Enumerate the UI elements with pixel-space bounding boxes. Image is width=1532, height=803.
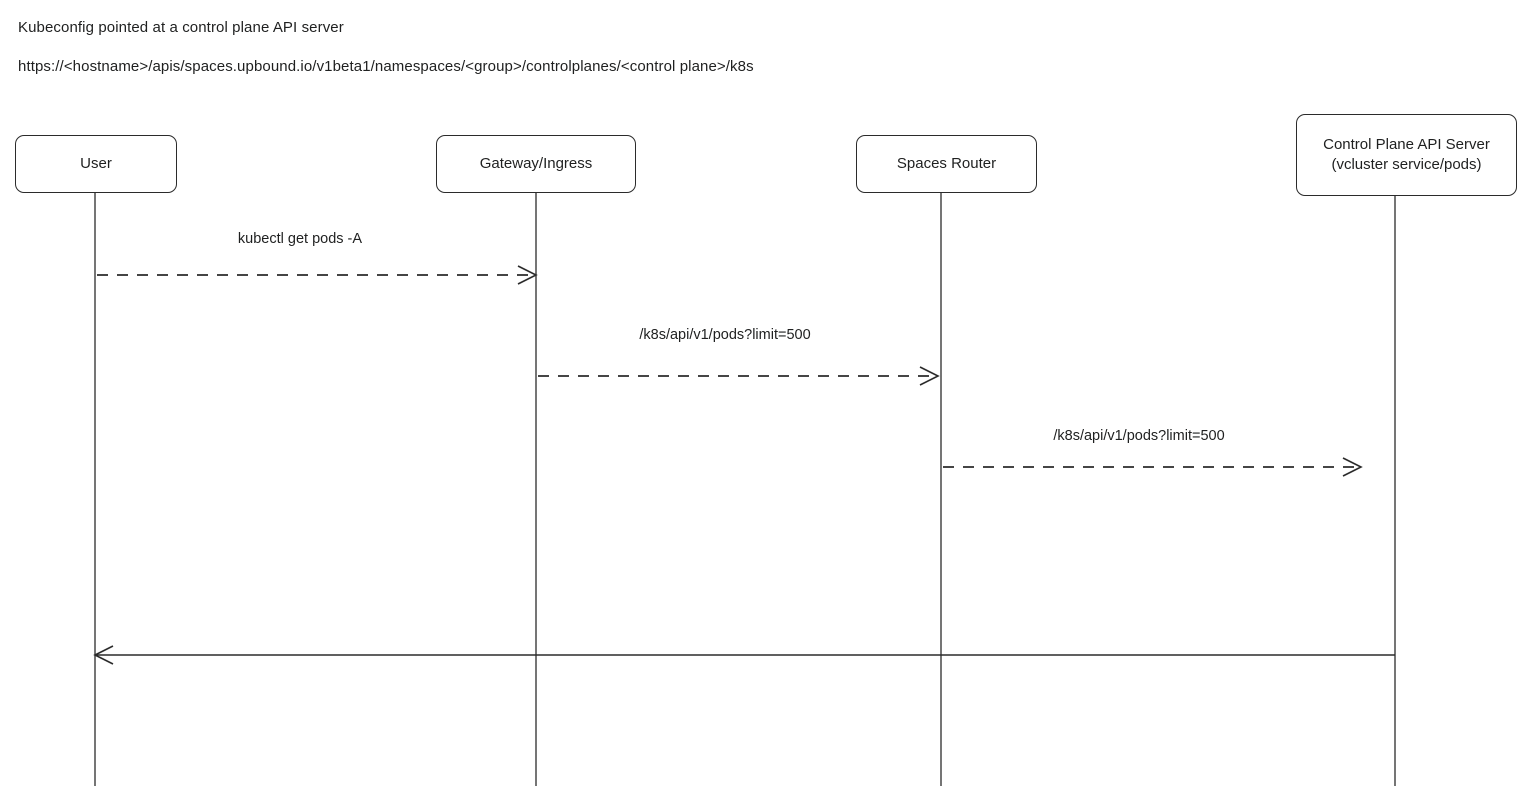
participant-label-gateway: Gateway/Ingress	[479, 155, 593, 172]
message-arrowhead-msg-response-to-user	[93, 645, 114, 665]
message-label-msg-pods-limit-router-to-control-plane: /k8s/api/v1/pods?limit=500	[1053, 428, 1225, 444]
message-arrowhead-msg-pods-limit-router-to-control-plane	[1342, 457, 1363, 477]
message-msg-kubectl-get-pods[interactable]	[97, 265, 538, 285]
participant-box-gateway[interactable]: Gateway/Ingress	[436, 135, 636, 193]
lifelines-group	[94, 193, 1396, 786]
participant-label-user: User	[80, 155, 112, 172]
participant-label-control-plane: Control Plane API Server (vcluster servi…	[1323, 136, 1490, 173]
message-msg-pods-limit-gateway-to-router[interactable]	[538, 366, 940, 386]
message-msg-response-to-user[interactable]	[93, 645, 1395, 665]
header-api-server-url: https://<hostname>/apis/spaces.upbound.i…	[18, 58, 754, 75]
messages-group	[93, 265, 1395, 665]
message-label-msg-kubectl-get-pods: kubectl get pods -A	[237, 231, 363, 247]
participant-box-spaces-router[interactable]: Spaces Router	[856, 135, 1037, 193]
message-msg-pods-limit-router-to-control-plane[interactable]	[943, 457, 1363, 477]
participant-box-control-plane[interactable]: Control Plane API Server (vcluster servi…	[1296, 114, 1517, 196]
participant-label-spaces-router: Spaces Router	[896, 155, 997, 172]
participant-box-user[interactable]: User	[15, 135, 177, 193]
message-arrowhead-msg-kubectl-get-pods	[517, 265, 538, 285]
header-kubeconfig-description: Kubeconfig pointed at a control plane AP…	[18, 19, 344, 36]
message-arrowhead-msg-pods-limit-gateway-to-router	[919, 366, 940, 386]
message-label-msg-pods-limit-gateway-to-router: /k8s/api/v1/pods?limit=500	[639, 327, 811, 343]
